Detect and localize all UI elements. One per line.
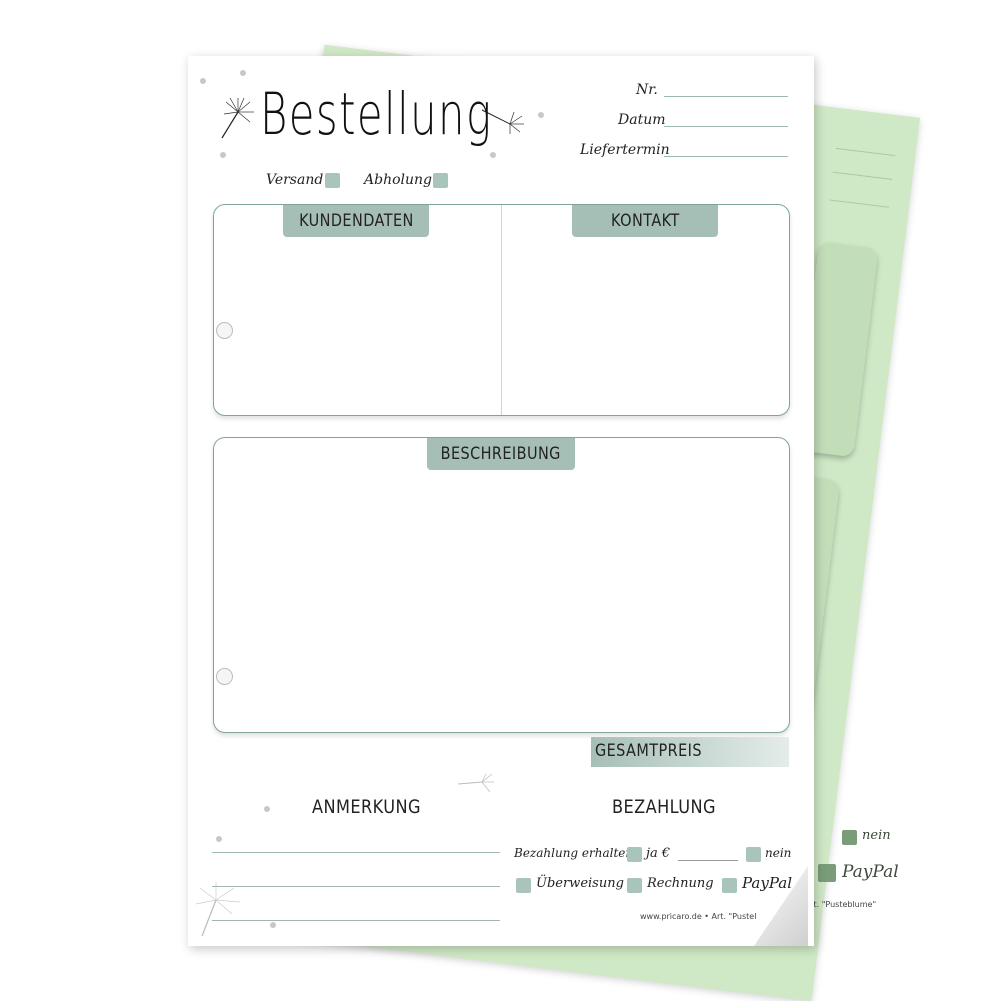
nr-field[interactable] xyxy=(664,96,788,97)
liefertermin-label: Liefertermin xyxy=(580,142,670,158)
decor-dot xyxy=(490,152,496,158)
nein-checkbox[interactable] xyxy=(746,847,761,862)
decor-dot xyxy=(216,836,222,842)
dandelion-icon xyxy=(195,882,241,937)
abholung-checkbox[interactable] xyxy=(433,173,448,188)
bezahlung-erhalten-label: Bezahlung erhalten xyxy=(514,846,634,860)
decor-dot xyxy=(200,78,206,84)
anmerkung-heading: ANMERKUNG xyxy=(312,796,421,818)
abholung-label: Abholung xyxy=(364,172,432,188)
kontakt-field[interactable] xyxy=(502,262,788,412)
ja-amount-field[interactable] xyxy=(678,860,738,861)
liefertermin-field[interactable] xyxy=(664,156,788,157)
datum-field[interactable] xyxy=(664,126,788,127)
column-divider xyxy=(501,205,502,415)
ueberweisung-label: Überweisung xyxy=(536,876,624,891)
beschreibung-tab: BESCHREIBUNG xyxy=(427,438,575,470)
kundendaten-field[interactable] xyxy=(215,262,501,412)
bezahlung-heading: BEZAHLUNG xyxy=(612,796,716,818)
ja-checkbox[interactable] xyxy=(627,847,642,862)
description-box xyxy=(213,437,790,733)
dandelion-seed-icon xyxy=(481,109,524,134)
rechnung-label: Rechnung xyxy=(647,876,714,891)
back-label-paypal: PayPal xyxy=(842,862,899,882)
dandelion-seed-icon xyxy=(457,773,494,793)
versand-label: Versand xyxy=(266,172,324,188)
nein-label: nein xyxy=(765,846,792,860)
page-title: Bestellung xyxy=(260,80,493,148)
back-label-nein: nein xyxy=(862,828,891,843)
rechnung-checkbox[interactable] xyxy=(627,878,642,893)
back-rule xyxy=(832,171,893,180)
paypal-checkbox[interactable] xyxy=(722,878,737,893)
dandelion-icon xyxy=(221,97,254,139)
ueberweisung-checkbox[interactable] xyxy=(516,878,531,893)
decor-dot xyxy=(240,70,246,76)
back-rule xyxy=(835,147,896,157)
back-footer: e • Art. "Pusteblume" xyxy=(790,900,877,909)
back-rule xyxy=(829,199,889,208)
nr-label: Nr. xyxy=(636,82,658,98)
ja-euro-label: ja € xyxy=(646,846,671,861)
kontakt-tab: KONTAKT xyxy=(572,205,718,237)
kundendaten-tab: KUNDENDATEN xyxy=(283,205,429,237)
paypal-label: PayPal xyxy=(742,874,792,892)
punch-hole xyxy=(216,322,233,339)
decor-dot xyxy=(270,922,276,928)
gesamtpreis-label: GESAMTPREIS xyxy=(595,741,702,761)
back-checkbox-nein xyxy=(842,830,857,845)
anmerkung-line[interactable] xyxy=(212,886,500,887)
footer-credit: www.pricaro.de • Art. "Pustel xyxy=(640,912,757,921)
anmerkung-line[interactable] xyxy=(212,920,500,921)
customer-contact-box xyxy=(213,204,790,416)
punch-hole xyxy=(216,668,233,685)
datum-label: Datum xyxy=(618,112,666,128)
gesamtpreis-field[interactable]: GESAMTPREIS xyxy=(591,737,789,767)
decor-dot xyxy=(538,112,544,118)
versand-checkbox[interactable] xyxy=(325,173,340,188)
decor-dot xyxy=(220,152,226,158)
beschreibung-field[interactable] xyxy=(215,472,787,730)
back-checkbox-paypal xyxy=(818,864,836,882)
order-form-sheet: Bestellung Nr. Datum Liefertermin Versan… xyxy=(188,56,814,946)
anmerkung-line[interactable] xyxy=(212,852,500,853)
decor-dot xyxy=(264,806,270,812)
